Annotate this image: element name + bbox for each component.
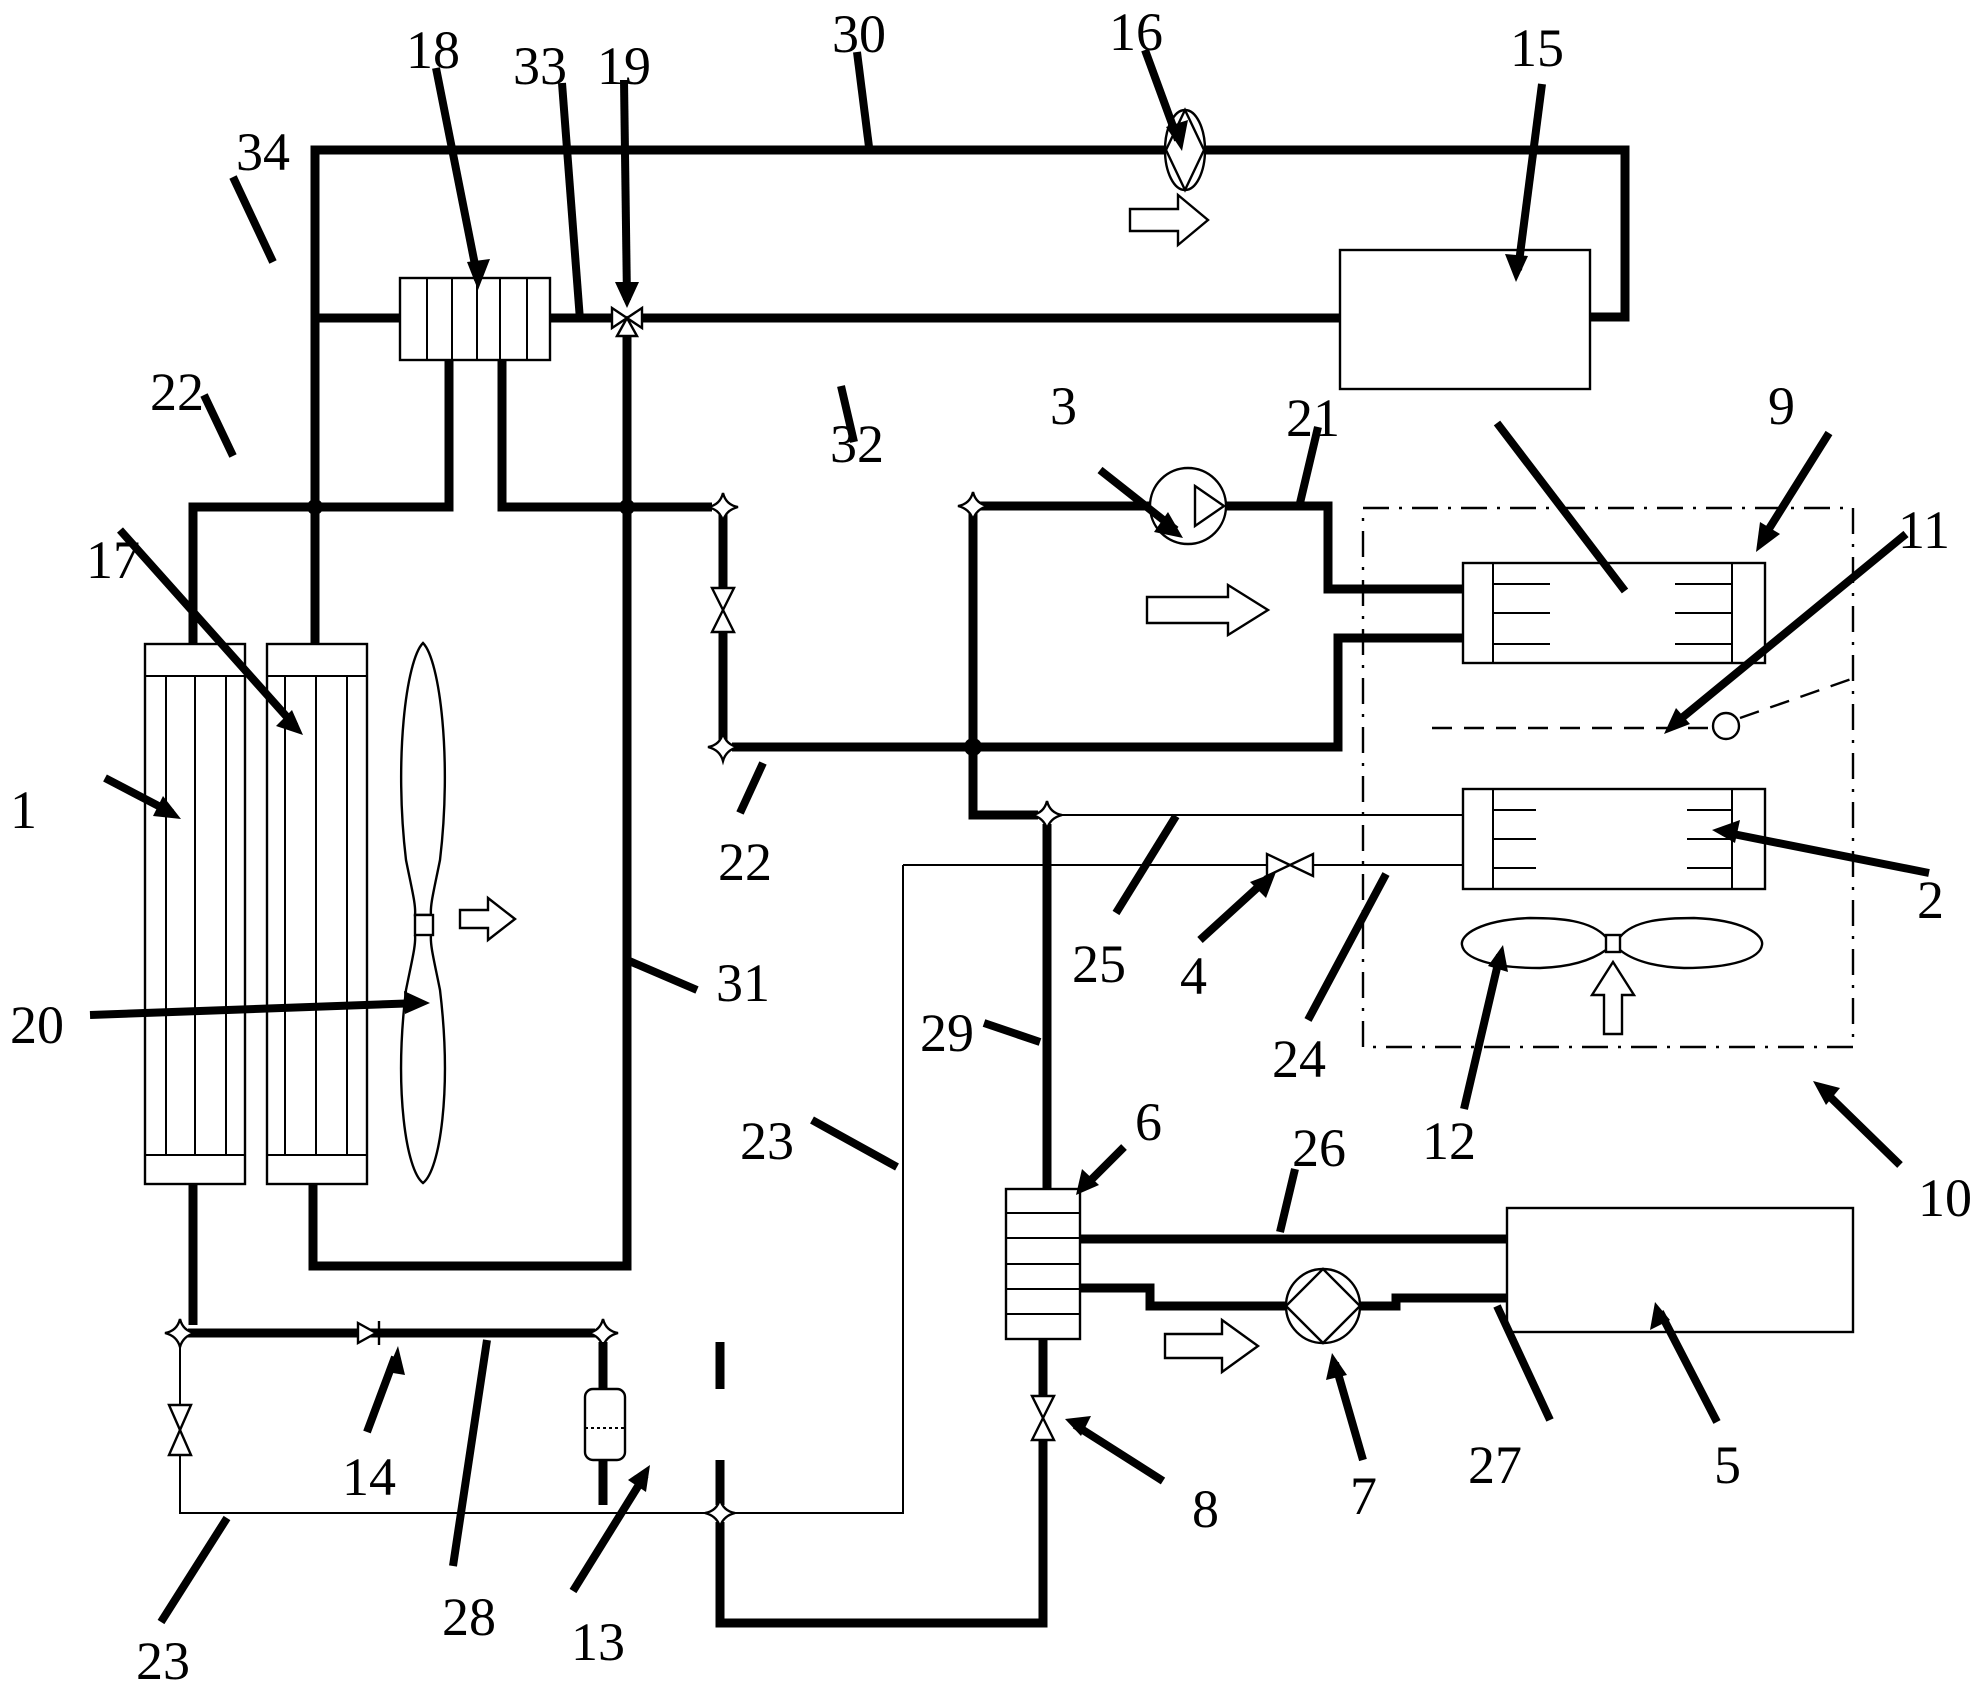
label-5: 5 bbox=[1714, 1435, 1741, 1495]
valve-4 bbox=[1265, 852, 1315, 878]
pipe-30 bbox=[310, 145, 1630, 510]
check-valve-14 bbox=[356, 1320, 381, 1346]
star-junction bbox=[164, 1318, 196, 1352]
expansion-valve-8 bbox=[1030, 1394, 1056, 1442]
label-6: 6 bbox=[1135, 1092, 1162, 1152]
label-4: 4 bbox=[1180, 946, 1207, 1006]
label-27: 27 bbox=[1468, 1435, 1522, 1495]
star-junction bbox=[707, 732, 739, 766]
label-22-lower: 22 bbox=[718, 832, 772, 892]
pipe-21 bbox=[1226, 501, 1463, 594]
arrowheads bbox=[153, 120, 1840, 1492]
accumulator-13 bbox=[583, 1387, 627, 1462]
label-32: 32 bbox=[830, 414, 884, 474]
thin-pipes bbox=[179, 814, 1463, 1514]
label-13: 13 bbox=[571, 1612, 625, 1672]
flow-arrow-icon bbox=[458, 895, 517, 943]
shutoff-valve bbox=[710, 586, 736, 634]
star-junction bbox=[704, 1498, 736, 1532]
junction-dots bbox=[307, 499, 982, 756]
pipe-31 bbox=[308, 335, 632, 1271]
label-15: 15 bbox=[1510, 18, 1564, 78]
label-31: 31 bbox=[716, 953, 770, 1013]
plate-heat-exchanger-18 bbox=[398, 276, 552, 362]
label-28: 28 bbox=[442, 1587, 496, 1647]
label-29: 29 bbox=[920, 1003, 974, 1063]
junction-dot bbox=[964, 738, 982, 756]
radiator-17 bbox=[265, 642, 369, 1186]
label-26: 26 bbox=[1292, 1118, 1346, 1178]
label-22-upper: 22 bbox=[150, 362, 204, 422]
pipe-23 bbox=[179, 865, 904, 1514]
pipe-27-right bbox=[1360, 1293, 1507, 1311]
evaporator-2 bbox=[1461, 787, 1767, 891]
flow-arrow-icon bbox=[1145, 582, 1271, 638]
hvac-module-10 bbox=[1361, 506, 1855, 1049]
junction-dot bbox=[307, 499, 323, 515]
label-16: 16 bbox=[1109, 2, 1163, 62]
fan-20 bbox=[399, 641, 447, 1185]
label-2: 2 bbox=[1917, 870, 1944, 930]
label-12: 12 bbox=[1422, 1111, 1476, 1171]
pipe-22-lower bbox=[732, 633, 1463, 752]
pipe-27-left bbox=[1080, 1283, 1286, 1311]
plate-heat-exchanger-6 bbox=[1004, 1187, 1082, 1341]
label-24: 24 bbox=[1272, 1029, 1326, 1089]
label-9: 9 bbox=[1768, 376, 1795, 436]
label-17: 17 bbox=[86, 530, 140, 590]
pipe-vertical-mid bbox=[968, 514, 1038, 820]
label-7: 7 bbox=[1350, 1466, 1377, 1526]
motor-15 bbox=[1338, 248, 1592, 391]
junction-dot bbox=[619, 499, 635, 515]
three-way-valve-19 bbox=[610, 305, 644, 338]
flow-arrow-icon bbox=[1589, 959, 1637, 1036]
flow-arrow-icon bbox=[1163, 1317, 1261, 1375]
pipe-8-bottom bbox=[715, 1430, 1048, 1628]
label-10: 10 bbox=[1918, 1168, 1972, 1228]
label-34: 34 bbox=[236, 122, 290, 182]
star-junction bbox=[707, 492, 739, 526]
label-14: 14 bbox=[342, 1447, 396, 1507]
pipe-22-upper-right bbox=[497, 360, 712, 512]
label-23-bottom: 23 bbox=[136, 1631, 190, 1691]
label-8: 8 bbox=[1192, 1479, 1219, 1539]
damper-11 bbox=[1432, 674, 1861, 741]
star-junctions bbox=[164, 491, 1063, 1532]
thick-pipes bbox=[188, 145, 1630, 1628]
label-3: 3 bbox=[1050, 376, 1077, 436]
label-25: 25 bbox=[1072, 934, 1126, 994]
star-junction bbox=[1031, 800, 1063, 834]
label-33: 33 bbox=[513, 36, 567, 96]
radiator-1 bbox=[143, 642, 247, 1186]
label-1: 1 bbox=[10, 780, 37, 840]
reference-labels: 18 33 19 30 16 15 34 22 17 1 20 32 3 21 … bbox=[10, 2, 1972, 1691]
battery-pack-5 bbox=[1505, 1206, 1855, 1334]
shutoff-valve bbox=[167, 1403, 193, 1457]
label-18: 18 bbox=[406, 20, 460, 80]
label-23-mid: 23 bbox=[740, 1111, 794, 1171]
label-19: 19 bbox=[597, 36, 651, 96]
blower-12 bbox=[1460, 916, 1764, 970]
flow-arrow-icon bbox=[1128, 192, 1210, 248]
label-20: 20 bbox=[10, 995, 64, 1055]
star-junction bbox=[957, 491, 989, 525]
label-11: 11 bbox=[1898, 500, 1950, 560]
coolant-pump-7 bbox=[1284, 1267, 1362, 1345]
label-21: 21 bbox=[1286, 388, 1340, 448]
label-30: 30 bbox=[832, 4, 886, 64]
